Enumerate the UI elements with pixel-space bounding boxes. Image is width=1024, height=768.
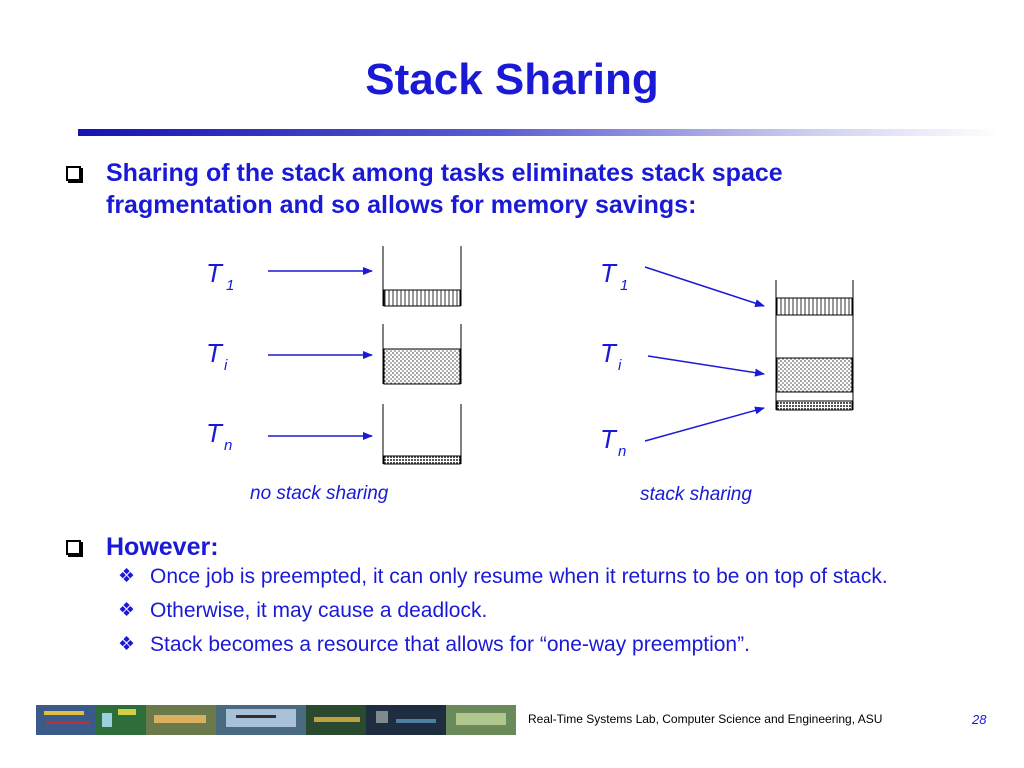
sub-bullet-2: ❖ Otherwise, it may cause a deadlock. <box>118 597 978 625</box>
stack-diagram: T 1 T i T n no stack sharing T 1 T i T <box>206 246 854 505</box>
bullet-2-text: However: <box>106 533 219 561</box>
right-label-tn: T n <box>600 424 626 460</box>
bullet-1-text: Sharing of the stack among tasks elimina… <box>106 157 926 221</box>
bullet-1-line-1: Sharing of the stack among tasks elimina… <box>106 159 783 187</box>
left-stack-n <box>382 404 462 465</box>
right-label-ti: T i <box>600 338 622 374</box>
left-caption: no stack sharing <box>250 483 389 504</box>
title-divider <box>78 129 1000 136</box>
left-label-tn: T n <box>206 418 232 454</box>
slide-title: Stack Sharing <box>365 55 659 104</box>
left-label-ti: T i <box>206 338 228 374</box>
page-number: 28 <box>972 712 987 727</box>
sub-bullet-1-text: Once job is preempted, it can only resum… <box>150 565 888 588</box>
svg-text:i: i <box>224 357 228 374</box>
diamond-bullet-icon: ❖ <box>118 600 136 621</box>
svg-text:T: T <box>206 258 224 288</box>
square-bullet-icon <box>66 540 81 555</box>
left-stack-1 <box>382 246 462 307</box>
right-arrow-t1 <box>644 266 765 307</box>
svg-text:T: T <box>600 424 618 454</box>
bullet-1-line-2: fragmentation and so allows for memory s… <box>106 191 697 219</box>
right-arrow-ti <box>647 355 765 377</box>
svg-text:1: 1 <box>226 277 234 294</box>
left-stack-i <box>382 324 462 385</box>
svg-text:1: 1 <box>620 277 628 294</box>
footer-circuit-image <box>36 705 516 735</box>
svg-text:n: n <box>224 437 232 454</box>
right-caption: stack sharing <box>640 484 752 505</box>
diamond-bullet-icon: ❖ <box>118 634 136 655</box>
sub-bullet-3: ❖ Stack becomes a resource that allows f… <box>118 631 978 659</box>
square-bullet-icon <box>66 166 81 181</box>
diamond-bullet-icon: ❖ <box>118 566 136 587</box>
footer-affiliation: Real-Time Systems Lab, Computer Science … <box>528 712 883 726</box>
sub-bullet-list: ❖ Once job is preempted, it can only res… <box>118 563 978 665</box>
sub-bullet-3-text: Stack becomes a resource that allows for… <box>150 633 750 656</box>
svg-text:T: T <box>600 258 618 288</box>
right-arrow-tn <box>644 406 765 442</box>
sub-bullet-1: ❖ Once job is preempted, it can only res… <box>118 563 978 591</box>
right-label-t1: T 1 <box>600 258 628 294</box>
svg-text:T: T <box>206 338 224 368</box>
left-label-t1: T 1 <box>206 258 234 294</box>
svg-text:i: i <box>618 357 622 374</box>
svg-text:T: T <box>600 338 618 368</box>
sub-bullet-2-text: Otherwise, it may cause a deadlock. <box>150 599 488 622</box>
shared-stack <box>775 280 854 411</box>
svg-text:T: T <box>206 418 224 448</box>
svg-text:n: n <box>618 443 626 460</box>
